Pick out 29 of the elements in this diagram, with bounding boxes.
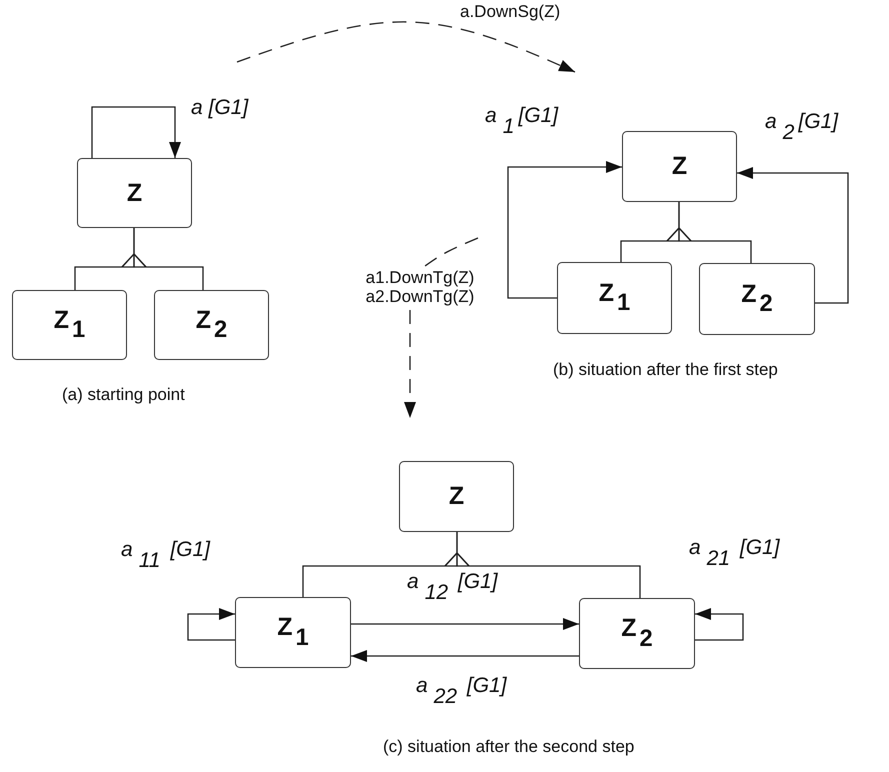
method-call-text: a1.DownTg(Z) a2.DownTg(Z) [364, 269, 476, 307]
method-call-text: a.DownSg(Z) [460, 2, 560, 22]
panel-caption: (b) situation after the first step [553, 360, 778, 380]
arrow [737, 167, 849, 304]
hierarchy-connector [666, 201, 752, 264]
entity-box [154, 290, 269, 360]
panel-caption: (c) situation after the second step [383, 737, 634, 757]
entity-name: Z [126, 178, 142, 208]
panel-caption: (a) starting point [62, 385, 185, 405]
entity-box [235, 597, 351, 668]
entity-box [399, 461, 514, 532]
entity-name: Z [448, 482, 464, 511]
entity-box [557, 262, 672, 334]
arrow [507, 161, 622, 299]
entity-box [77, 158, 192, 228]
arrow [351, 650, 579, 662]
entity-box [699, 263, 815, 335]
arrow [91, 106, 181, 158]
hierarchy-connector [444, 531, 641, 599]
entity-box [12, 290, 127, 360]
entity-name: Z [672, 152, 688, 181]
entity-box [579, 598, 695, 669]
hierarchy-connector [121, 227, 204, 291]
transition-arrow [404, 310, 416, 418]
arrow [187, 608, 235, 641]
arrow [695, 608, 744, 641]
arrow [351, 618, 579, 630]
entity-box [622, 131, 737, 202]
edge-label: a [G1] [190, 96, 250, 120]
